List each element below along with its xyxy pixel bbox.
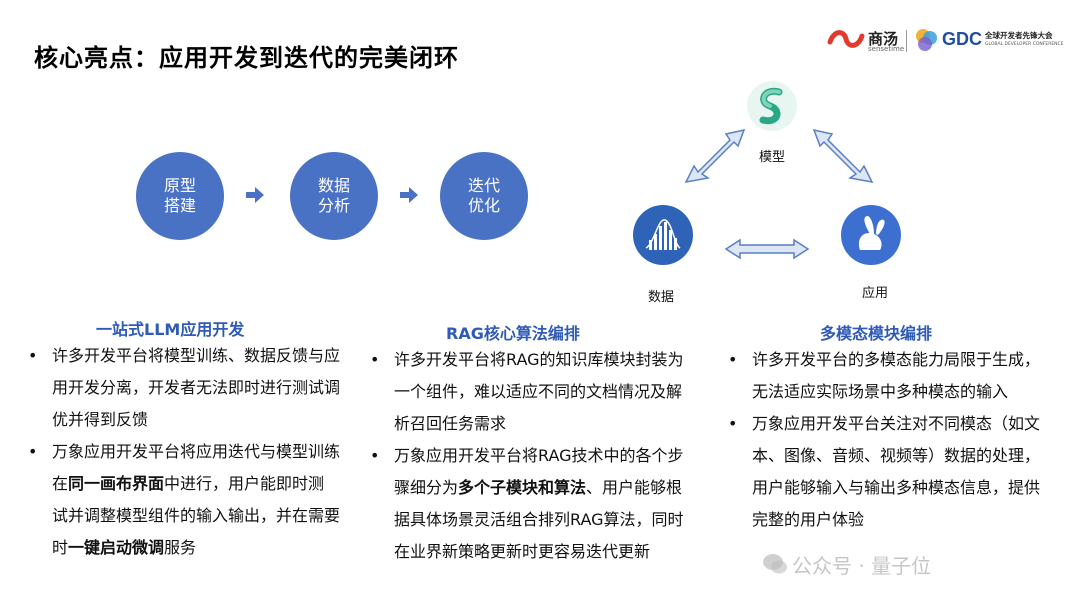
model-logo-icon bbox=[747, 81, 797, 131]
watermark: 公众号 · 量子位 bbox=[792, 554, 932, 578]
list-item: 万象应用开发平台将应用迭代与模型训练在同一画布界面中进行，用户能即时测试并调整模… bbox=[24, 436, 340, 564]
column-title-multimodal: 多模态模块编排 bbox=[820, 324, 933, 343]
data-chart-icon bbox=[633, 205, 693, 265]
double-arrow-icon bbox=[724, 238, 810, 260]
list-item: 万象应用开发平台关注对不同模态（如文本、图像、音频、视频等）数据的处理，用户能够… bbox=[724, 408, 1044, 536]
header-logos: 商汤 sensetime GDC 全球开发者先锋大会 GLOBAL DEVELO… bbox=[826, 24, 1066, 58]
bullet-list-llm: 许多开发平台将模型训练、数据反馈与应用开发分离，开发者无法即时进行测试调优并得到… bbox=[24, 340, 340, 564]
gdc-logo-text: GDC bbox=[942, 29, 982, 49]
list-item: 许多开发平台将RAG的知识库模块封装为一个组件，难以适应不同的文档情况及解析召回… bbox=[366, 344, 686, 440]
node-label-model: 模型 bbox=[759, 150, 786, 165]
list-item: 许多开发平台的多模态能力局限于生成，无法适应实际场景中多种模态的输入 bbox=[724, 344, 1044, 408]
list-item: 万象应用开发平台将RAG技术中的各个步骤细分为多个子模块和算法、用户能够根据具体… bbox=[366, 440, 686, 568]
double-arrow-icon bbox=[684, 128, 746, 184]
arrow-right-icon bbox=[246, 187, 264, 203]
page-title: 核心亮点：应用开发到迭代的完美闭环 bbox=[34, 44, 459, 72]
process-step-prototype: 原型搭建 bbox=[136, 152, 224, 240]
process-step-iteration: 迭代优化 bbox=[440, 152, 528, 240]
node-label-app: 应用 bbox=[862, 286, 889, 301]
column-title-llm: 一站式LLM应用开发 bbox=[96, 320, 245, 339]
double-arrow-icon bbox=[812, 128, 874, 184]
app-rabbit-icon bbox=[841, 205, 901, 265]
column-title-rag: RAG核心算法编排 bbox=[446, 324, 580, 343]
gdc-logo-icon bbox=[916, 29, 937, 51]
bullet-list-rag: 许多开发平台将RAG的知识库模块封装为一个组件，难以适应不同的文档情况及解析召回… bbox=[366, 344, 686, 568]
sensetime-logo-icon bbox=[827, 30, 865, 48]
gdc-logo-cn: 全球开发者先锋大会 bbox=[985, 31, 1053, 40]
process-step-analysis: 数据分析 bbox=[290, 152, 378, 240]
sensetime-logo-text: 商汤 bbox=[868, 30, 899, 48]
logo-divider bbox=[906, 30, 907, 52]
arrow-right-icon bbox=[400, 187, 418, 203]
wechat-icon bbox=[763, 554, 787, 574]
list-item: 许多开发平台将模型训练、数据反馈与应用开发分离，开发者无法即时进行测试调优并得到… bbox=[24, 340, 340, 436]
node-label-data: 数据 bbox=[648, 290, 675, 305]
bullet-list-multimodal: 许多开发平台的多模态能力局限于生成，无法适应实际场景中多种模态的输入 万象应用开… bbox=[724, 344, 1044, 536]
sensetime-logo-subtext: sensetime bbox=[868, 45, 905, 53]
gdc-logo-en: GLOBAL DEVELOPER CONFERENCE bbox=[985, 42, 1064, 47]
